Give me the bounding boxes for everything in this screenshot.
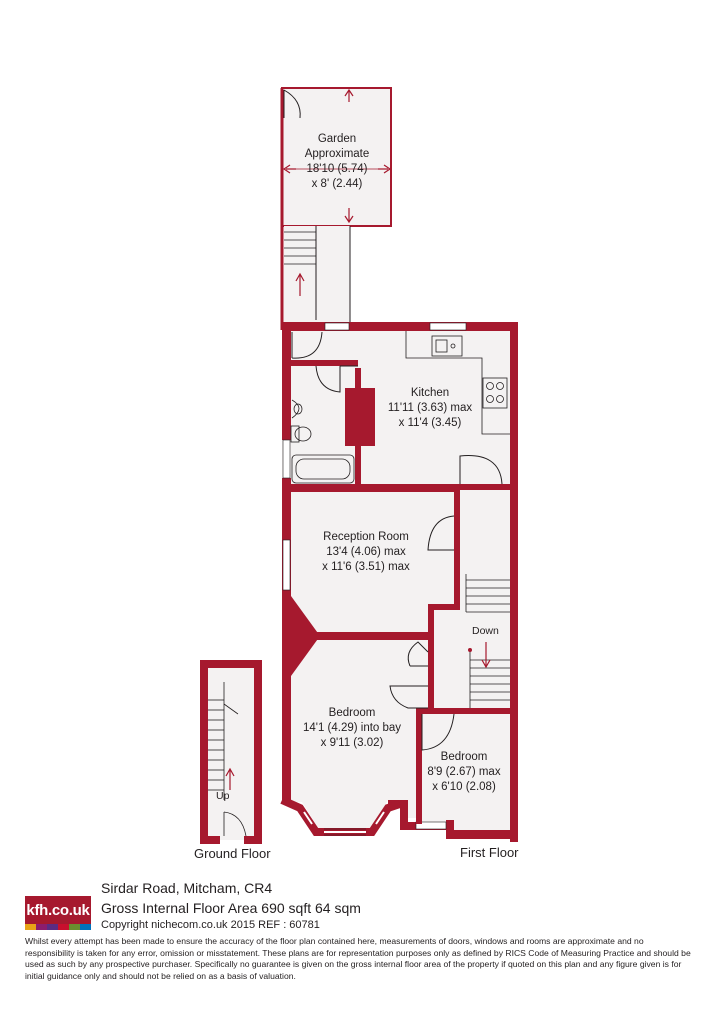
stairs-down-arrow: [481, 642, 491, 669]
bay-windows: [303, 811, 385, 833]
internal-walls: [282, 360, 514, 824]
stairs-up-label: Up: [216, 790, 230, 802]
floor-plan: [200, 87, 518, 844]
door-swings: [291, 331, 503, 751]
ground-floor-fill: [204, 664, 260, 840]
disclaimer-text: Whilst every attempt has been made to en…: [25, 936, 691, 981]
kitchen-units: [405, 331, 510, 435]
chimney-breast: [291, 596, 320, 676]
top-windows: [324, 322, 467, 331]
stairs-marker: [468, 648, 472, 652]
bathroom-fittings: [290, 399, 355, 484]
ground-floor-stairs: [208, 682, 247, 837]
ground-floor-walls: [200, 660, 262, 844]
bay-window-lines: [324, 828, 366, 836]
garden-up-arrow: [295, 272, 305, 296]
bedroom-2-label: Bedroom 8'9 (2.67) max x 6'10 (2.08): [427, 751, 501, 793]
reception-room-label: Reception Room 13'4 (4.06) max x 11'6 (3…: [322, 531, 410, 573]
garden-passage-floor: [284, 226, 350, 326]
kitchen-label: Kitchen 11'11 (3.63) max x 11'4 (3.45): [387, 387, 473, 429]
floor-area: Gross Internal Floor Area 690 sqft 64 sq…: [101, 900, 361, 916]
garden-dimension-arrows: [282, 88, 392, 224]
ground-up-arrow: [225, 767, 235, 790]
copyright-reference: Copyright nichecom.co.uk 2015 REF : 6078…: [101, 919, 320, 931]
kfh-logo: kfh.co.uk: [25, 896, 91, 930]
first-floor-label: First Floor: [460, 845, 519, 860]
first-floor-stairs: [465, 574, 510, 708]
left-windows: [282, 439, 447, 830]
logo-text: kfh.co.uk: [26, 902, 90, 919]
ground-floor-plan: [200, 660, 262, 844]
ground-floor-label: Ground Floor: [194, 846, 271, 861]
logo-colour-strip: [25, 924, 91, 930]
garden-label: Garden Approximate 18'10 (5.74) x 8' (2.…: [304, 133, 370, 190]
bedroom-label: Bedroom 14'1 (4.29) into bay x 9'11 (3.0…: [302, 707, 402, 749]
property-address: Sirdar Road, Mitcham, CR4: [101, 880, 273, 896]
garden-area: [280, 87, 392, 330]
stairs-down-label: Down: [472, 625, 499, 637]
garden-steps: [284, 231, 316, 265]
first-floor-plan: [280, 322, 518, 842]
garden-gate-swing: [283, 89, 301, 119]
